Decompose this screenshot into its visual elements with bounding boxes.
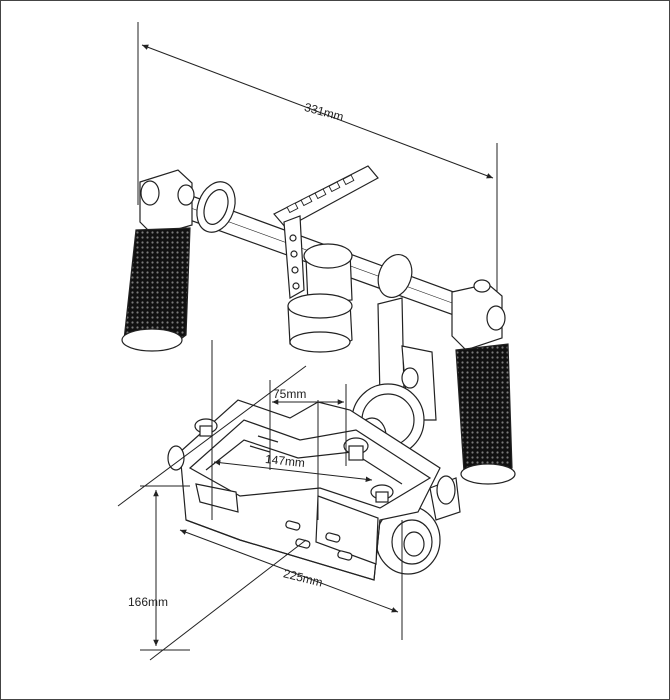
top-handle [273, 165, 379, 299]
right-handle [451, 279, 516, 485]
dimension-331 [137, 22, 498, 300]
left-handle [121, 169, 195, 352]
dimension-label-166: 166mm [128, 595, 169, 609]
dimension-label-75: 75mm [273, 387, 307, 401]
dimension-166 [140, 485, 190, 651]
yaw-motor [287, 243, 353, 353]
dimension-147 [211, 340, 373, 520]
dimension-75 [269, 380, 347, 470]
dimension-225 [117, 365, 403, 661]
